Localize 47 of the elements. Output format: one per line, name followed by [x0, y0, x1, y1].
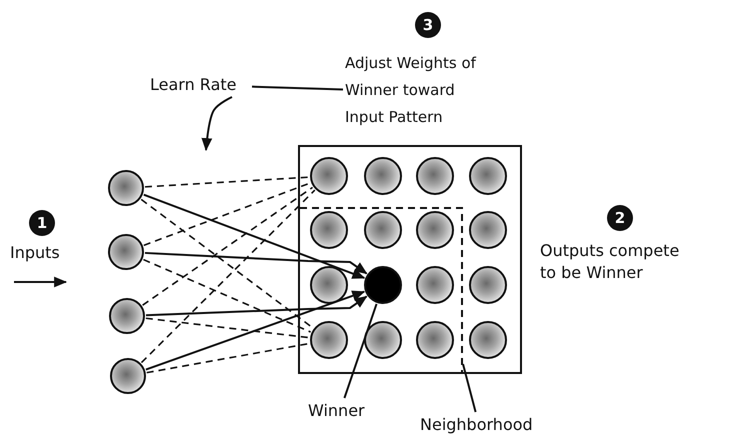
annotation-text: Outputs compete to be Winner	[540, 240, 680, 284]
output-neuron	[416, 321, 454, 359]
annotation-text: Inputs	[10, 242, 61, 264]
output-neuron	[416, 211, 454, 249]
annotation-text: Winner	[308, 400, 372, 422]
weight-connection	[144, 182, 311, 246]
input-neuron	[108, 234, 144, 270]
weight-connection	[144, 176, 310, 188]
output-neuron	[310, 157, 348, 195]
annotation-text: Learn Rate	[150, 74, 250, 96]
arrow	[144, 252, 368, 274]
annotation-text: Adjust Weights of Winner toward Input Pattern	[345, 50, 495, 134]
curved-arrow	[202, 96, 232, 152]
step-number-badge: 1	[29, 210, 55, 236]
output-neuron	[469, 211, 507, 249]
leader-line	[343, 304, 378, 398]
output-neuron	[469, 266, 507, 304]
output-neuron	[310, 211, 348, 249]
leader-line	[462, 364, 477, 412]
output-neuron	[469, 157, 507, 195]
weight-connection	[142, 186, 314, 306]
weight-connection	[140, 190, 316, 364]
winner-neuron	[364, 266, 402, 304]
input-neuron	[108, 170, 144, 206]
input-neuron	[109, 298, 145, 334]
connector-line	[252, 86, 344, 91]
step-number-badge: 3	[415, 12, 441, 38]
annotation-text: Neighborhood	[420, 414, 538, 436]
output-neuron	[364, 321, 402, 359]
output-neuron	[416, 266, 454, 304]
output-neuron	[416, 157, 454, 195]
input-neuron	[110, 358, 146, 394]
output-neuron	[364, 157, 402, 195]
output-neuron	[310, 321, 348, 359]
output-neuron	[469, 321, 507, 359]
neighborhood-region	[300, 207, 463, 372]
output-neuron	[364, 211, 402, 249]
weight-connection	[143, 258, 311, 333]
output-neuron	[310, 266, 348, 304]
weight-connection	[140, 198, 314, 329]
weight-connection	[146, 342, 310, 374]
output-grid-box	[298, 145, 522, 374]
arrow	[143, 194, 366, 279]
weight-connection	[146, 317, 310, 338]
step-number-badge: 2	[607, 205, 633, 231]
arrow	[146, 290, 366, 371]
arrow	[146, 296, 368, 316]
